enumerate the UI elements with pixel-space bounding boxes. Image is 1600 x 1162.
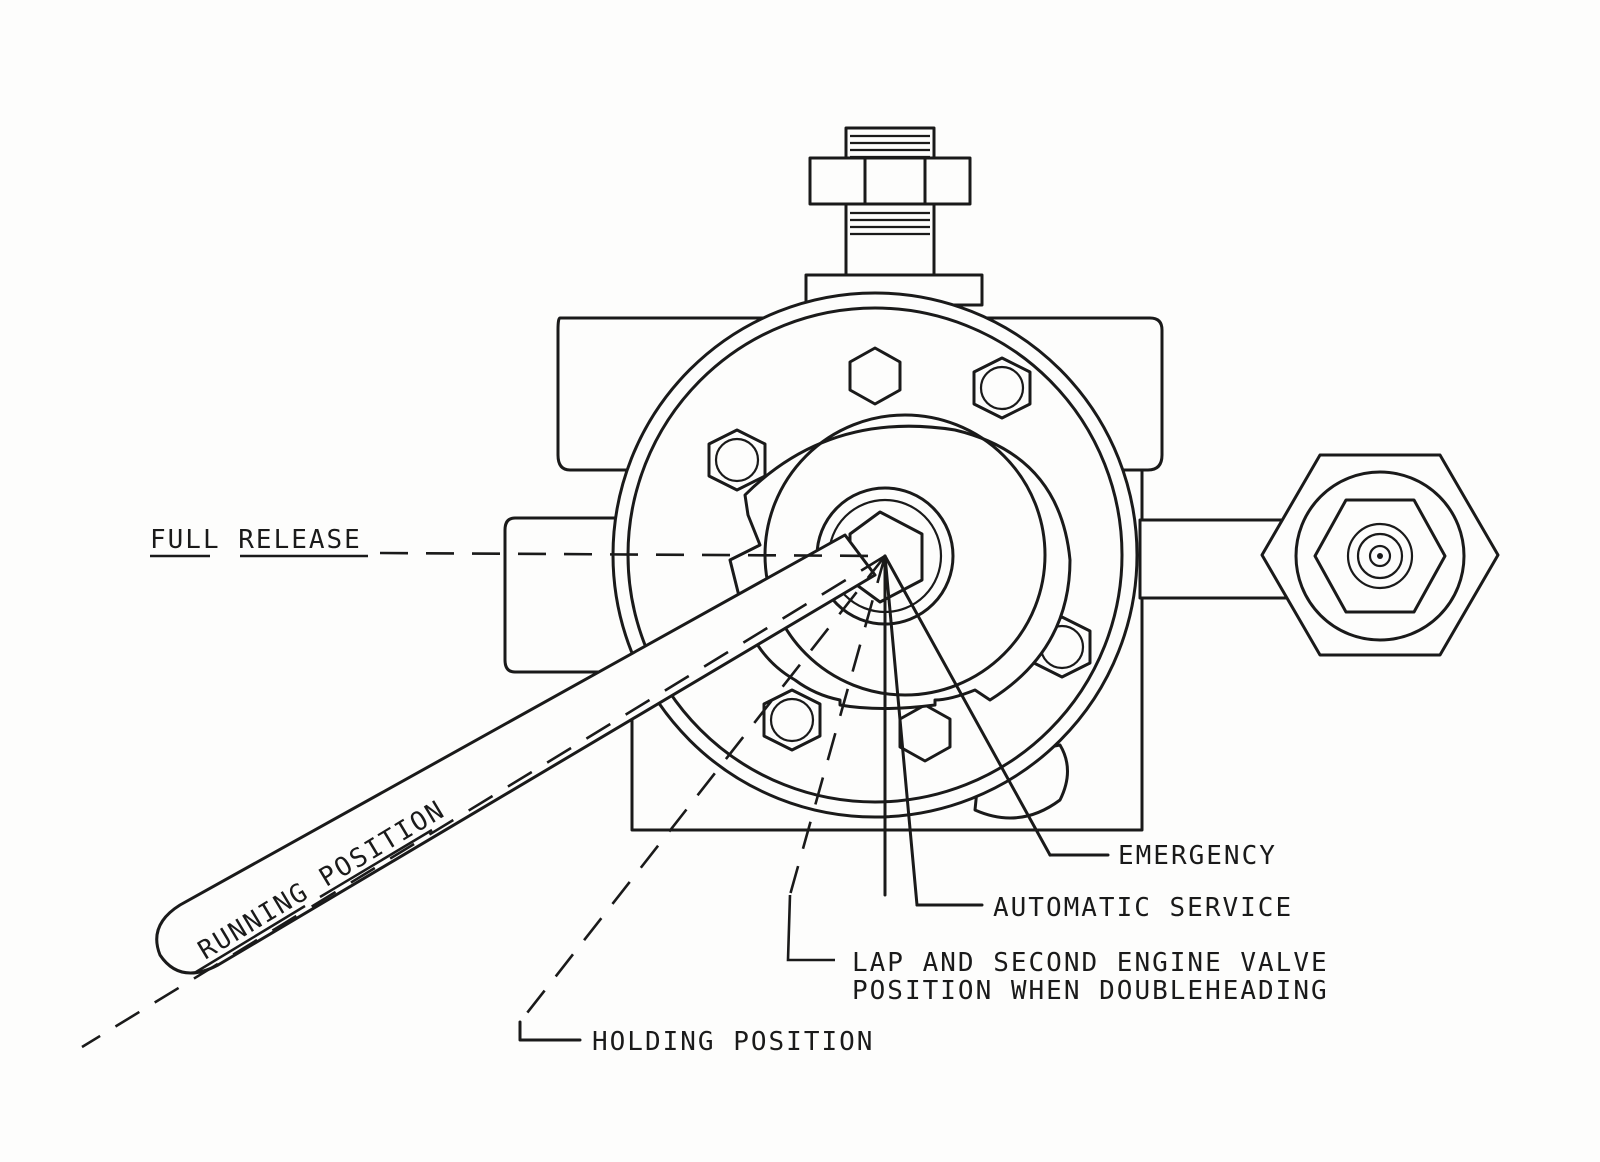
label-emergency: EMERGENCY [1118, 841, 1277, 871]
label-automatic-service: AUTOMATIC SERVICE [993, 893, 1293, 923]
label-lap-line-2: POSITION WHEN DOUBLEHEADING [852, 976, 1329, 1006]
label-holding-position: HOLDING POSITION [592, 1027, 874, 1057]
face-bolts [707, 346, 1092, 763]
label-lap-line-1: LAP AND SECOND ENGINE VALVE [852, 948, 1329, 978]
position-lines [81, 551, 1052, 1049]
top-stem-nut [804, 126, 984, 307]
side-union-fitting [1138, 453, 1500, 657]
leader-lines [518, 853, 1110, 1042]
label-full-release: FULL RELEASE [150, 525, 362, 555]
